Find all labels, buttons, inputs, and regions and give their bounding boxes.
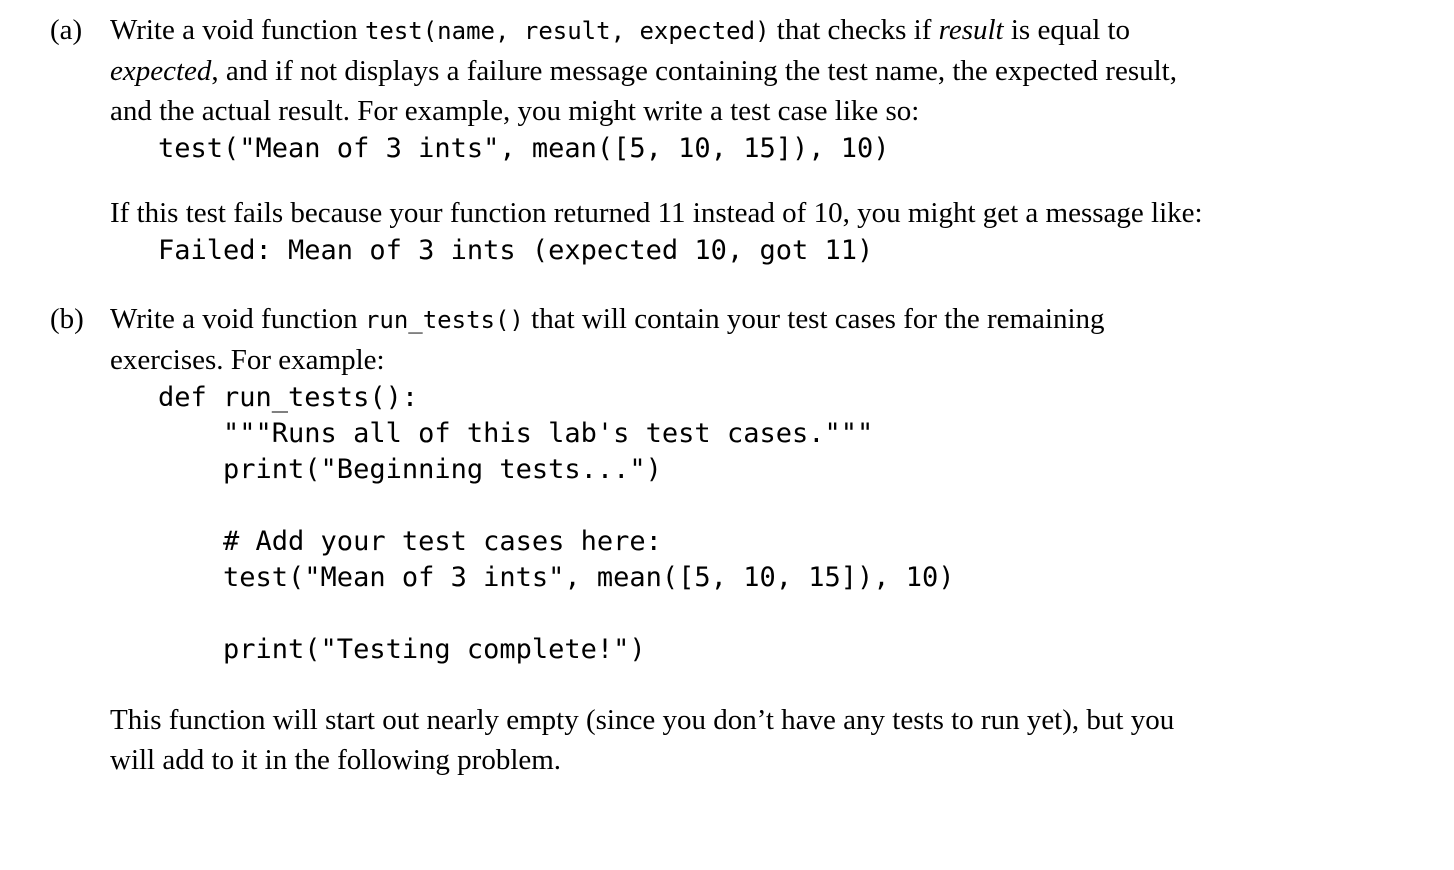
text-segment: that will contain your test cases for th… (523, 303, 1105, 335)
text-segment: will add to it in the following problem. (110, 744, 562, 776)
text-segment: exercises. For example: (110, 344, 385, 376)
text-segment: This function will start out nearly empt… (110, 704, 1175, 736)
text-segment: Write a void function (110, 14, 365, 46)
exercise-part-a: (a) Write a void function test(name, res… (0, 10, 1454, 269)
text-segment: is equal to (1003, 14, 1131, 46)
code-run-tests-definition: def run_tests(): """Runs all of this lab… (158, 382, 955, 665)
part-b-label: (b) (50, 303, 84, 335)
text-segment: , and if not displays a failure message … (211, 55, 1177, 87)
text-segment: Write a void function (110, 303, 365, 335)
italic-term-expected: expected (110, 55, 212, 87)
text-segment: that checks if (769, 14, 939, 46)
inline-code-run-tests-signature: run_tests() (364, 306, 524, 334)
part-b-closing-paragraph: This function will start out nearly empt… (110, 700, 1414, 780)
part-b-intro-paragraph: Write a void function run_tests() that w… (110, 299, 1414, 380)
text-segment: and the actual result. For example, you … (110, 95, 920, 127)
part-a-label: (a) (50, 14, 83, 46)
part-b-body: Write a void function run_tests() that w… (110, 299, 1414, 780)
code-failure-message: Failed: Mean of 3 ints (expected 10, got… (158, 235, 874, 266)
code-example-test-call: test("Mean of 3 ints", mean([5, 10, 15])… (158, 133, 890, 164)
exercise-part-b: (b) Write a void function run_tests() th… (0, 299, 1454, 780)
italic-term-result: result (938, 14, 1004, 46)
part-a-intro-paragraph: Write a void function test(name, result,… (110, 10, 1414, 131)
part-a-body: Write a void function test(name, result,… (110, 10, 1414, 269)
part-a-failure-intro: If this test fails because your function… (110, 197, 1203, 229)
inline-code-test-signature: test(name, result, expected) (364, 17, 770, 45)
